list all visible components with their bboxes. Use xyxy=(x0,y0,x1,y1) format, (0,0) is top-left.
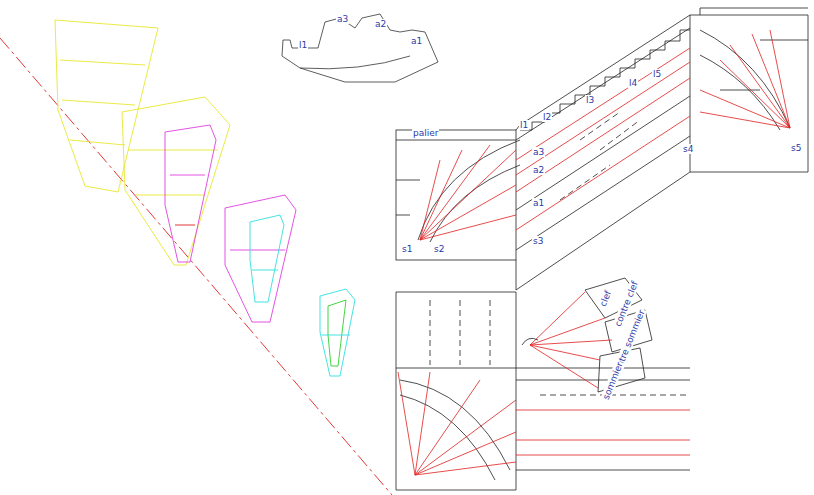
part-label: a3 xyxy=(336,14,349,24)
part-label: s3 xyxy=(532,236,544,246)
voussoir-template xyxy=(282,14,438,82)
plan xyxy=(396,278,690,490)
part-label: a2 xyxy=(532,165,545,175)
part-label: l1 xyxy=(298,40,308,50)
part-label: s1 xyxy=(401,244,413,254)
part-label: l2 xyxy=(542,112,552,122)
part-label: s5 xyxy=(790,143,802,153)
part-label: l5 xyxy=(652,69,662,79)
developments xyxy=(0,20,392,495)
part-label: a1 xyxy=(532,198,545,208)
plan-joints xyxy=(398,292,690,475)
part-label: l4 xyxy=(628,78,638,88)
part-label: palier xyxy=(412,128,439,138)
part-label: a1 xyxy=(410,36,423,46)
part-label: clef xyxy=(597,288,613,309)
part-label: a2 xyxy=(374,19,387,29)
part-label: s4 xyxy=(682,144,694,154)
part-label: a3 xyxy=(532,147,545,157)
part-label: l3 xyxy=(585,95,595,105)
part-label: sommier xyxy=(600,360,625,402)
part-label: s2 xyxy=(433,244,445,254)
part-label: l1 xyxy=(519,120,529,130)
joint-lines xyxy=(420,30,790,240)
elevation xyxy=(396,8,808,290)
